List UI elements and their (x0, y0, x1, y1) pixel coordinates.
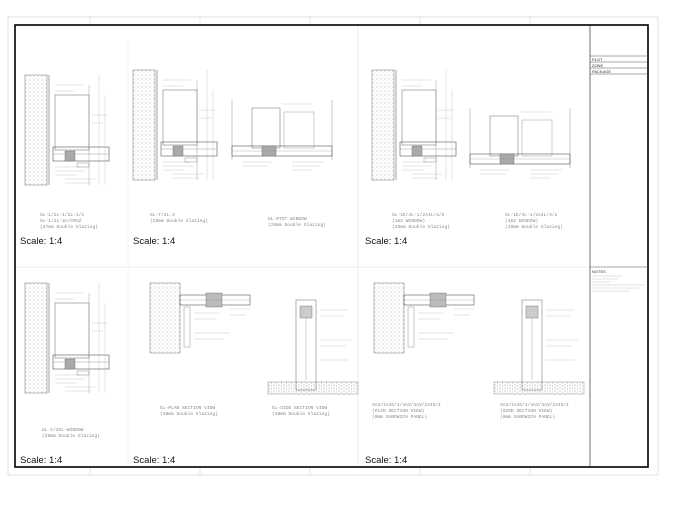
detail-caption-8: GL-SIDE SECTION VIEW(28mm Double Glazing… (272, 406, 330, 417)
detail-caption-3: GL-RTST WINDOW(28mm Double Glazing) (268, 217, 326, 228)
title-block-plot-label: PLOT (592, 57, 603, 62)
detail-caption-10: 4A3/1A4S/1/4A3/4A3/2A4S/1(SIDE SECTION V… (500, 403, 569, 420)
detail-caption-5: GL-1E/4L-1/2A4L/4/2(1&2 WINDOW)(28mm Dou… (505, 213, 563, 230)
title-block-notes-label: NOTES (592, 269, 606, 274)
scale-label-4: Scale: 1:4 (365, 236, 408, 247)
detail-caption-6: GL-1/2HL-WINDOW(28mm Double Glazing) (42, 428, 100, 439)
title-block-package-label: PACKAGE (592, 69, 612, 74)
scale-label-2: Scale: 1:4 (133, 236, 176, 247)
detail-caption-7: GL-PLAN SECTION VIEW(28mm Double Glazing… (160, 406, 218, 417)
detail-caption-9: 4A3/1A4S/1/4A3/4A3/2A4S/1(PLAN SECTION V… (372, 403, 441, 420)
scale-label-7: Scale: 1:4 (133, 455, 176, 466)
title-block-zone-label: ZONE (592, 63, 604, 68)
detail-caption-2: GL-T/2L-3(28mm Double Glazing) (150, 213, 208, 224)
scale-label-6: Scale: 1:4 (20, 455, 63, 466)
scale-label-1: Scale: 1:4 (20, 236, 63, 247)
scale-label-9: Scale: 1:4 (365, 455, 408, 466)
detail-caption-4: GL-1E/4L-1/2A4L/4/2(1&2 WINDOW)(28mm Dou… (392, 213, 450, 230)
